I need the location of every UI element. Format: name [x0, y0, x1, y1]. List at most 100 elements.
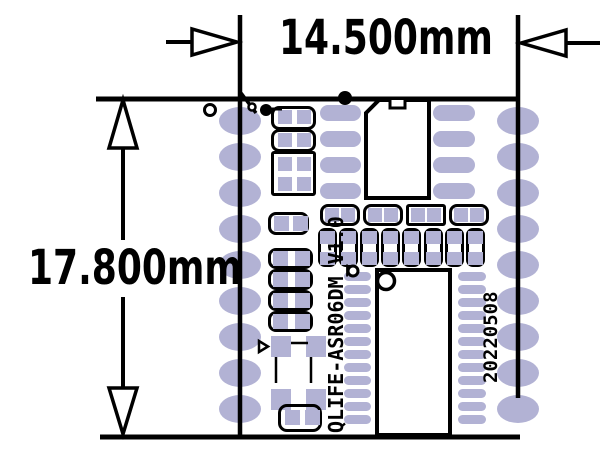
- smd-pad: [362, 252, 377, 265]
- smd-pad: [297, 110, 311, 124]
- smd-pad: [297, 157, 311, 171]
- smd-pad: [295, 251, 310, 266]
- ic-pad: [344, 376, 371, 385]
- ic-pad: [320, 131, 361, 147]
- ic-pad: [344, 272, 371, 281]
- ic-pad: [458, 324, 486, 333]
- ic-pad: [458, 402, 486, 411]
- smd-pad: [297, 133, 311, 147]
- component-outline: [271, 106, 316, 130]
- castellated-pad: [497, 179, 539, 207]
- castellated-pad: [497, 143, 539, 171]
- castellated-pad: [219, 143, 261, 171]
- castellated-pad: [219, 107, 261, 135]
- ic-pad: [344, 350, 371, 359]
- ic-pad: [433, 131, 475, 147]
- component-outline: [406, 204, 446, 226]
- ic-pad: [458, 415, 486, 424]
- castellated-pad: [219, 179, 261, 207]
- component-outline: [268, 269, 313, 290]
- silkscreen-date-code: 20220508: [480, 291, 502, 383]
- ic-pad: [433, 105, 475, 121]
- smd-pad: [273, 251, 288, 266]
- smd-pad: [325, 208, 339, 222]
- smd-pad: [427, 208, 441, 222]
- ic-pad: [344, 415, 371, 424]
- smd-pad: [273, 314, 288, 329]
- smd-pad: [468, 252, 483, 265]
- smd-pad: [278, 110, 292, 124]
- ic-pad: [344, 311, 371, 320]
- component-outline: [271, 129, 316, 152]
- component-outline: [466, 228, 485, 267]
- smd-pad: [320, 252, 335, 265]
- ic-pad: [344, 285, 371, 294]
- smd-pad: [404, 231, 419, 244]
- castellated-pad: [497, 395, 539, 423]
- smd-pad: [454, 208, 468, 222]
- ic-pad: [458, 311, 486, 320]
- smd-pad: [368, 208, 382, 222]
- ic-pad: [458, 389, 486, 398]
- ic-pad: [458, 363, 486, 372]
- smd-pad: [341, 252, 356, 265]
- component-outline: [268, 311, 313, 332]
- smd-pad: [278, 133, 292, 147]
- ic-pad: [344, 402, 371, 411]
- smd-pad: [295, 293, 310, 308]
- ic-pad: [458, 298, 486, 307]
- smd-pad: [341, 231, 356, 244]
- castellated-pad: [219, 215, 261, 243]
- smd-pad: [383, 252, 398, 265]
- smd-pad: [447, 231, 462, 244]
- smd-pad: [297, 177, 311, 191]
- ic-pad: [344, 324, 371, 333]
- smd-pad: [295, 314, 310, 329]
- component-outline: [360, 228, 379, 267]
- smd-pad: [278, 157, 292, 171]
- width-dimension-label: 14.500mm: [279, 10, 493, 66]
- smd-pad: [278, 177, 292, 191]
- smd-pad: [383, 231, 398, 244]
- silkscreen-module-name: QLIFE-ASR06DM_V1.0: [324, 216, 348, 433]
- castellated-pad: [497, 251, 539, 279]
- ic-pad: [458, 350, 486, 359]
- component-outline: [278, 404, 322, 432]
- smd-pad: [305, 410, 320, 425]
- smd-pad: [384, 208, 398, 222]
- component-outline: [320, 204, 360, 226]
- smd-pad: [285, 410, 300, 425]
- ic-pad: [320, 183, 361, 199]
- smd-pad: [447, 252, 462, 265]
- smd-pad: [470, 208, 484, 222]
- smd-pad: [274, 216, 289, 231]
- ic-pad: [320, 105, 361, 121]
- castellated-pad: [219, 359, 261, 387]
- component-outline: [363, 204, 403, 226]
- height-dimension-label: 17.800mm: [28, 240, 242, 296]
- crystal-pad: [271, 336, 291, 357]
- ic-pad: [433, 157, 475, 173]
- ic-pad: [344, 298, 371, 307]
- smd-pad: [295, 272, 310, 287]
- ic-pad: [433, 183, 475, 199]
- ic-pad: [320, 157, 361, 173]
- crystal-pad: [306, 336, 326, 357]
- smd-pad: [404, 252, 419, 265]
- castellated-pad: [497, 323, 539, 351]
- castellated-pad: [497, 107, 539, 135]
- castellated-pad: [497, 215, 539, 243]
- component-outline: [449, 204, 489, 226]
- component-outline: [268, 248, 313, 269]
- component-outline: [271, 151, 316, 196]
- smd-pad: [426, 252, 441, 265]
- component-outline: [424, 228, 443, 267]
- castellated-pad: [497, 359, 539, 387]
- smd-pad: [293, 216, 308, 231]
- ic-pad: [344, 363, 371, 372]
- component-outline: [268, 290, 313, 311]
- component-outline: [381, 228, 400, 267]
- smd-pad: [273, 272, 288, 287]
- ic-pad: [344, 337, 371, 346]
